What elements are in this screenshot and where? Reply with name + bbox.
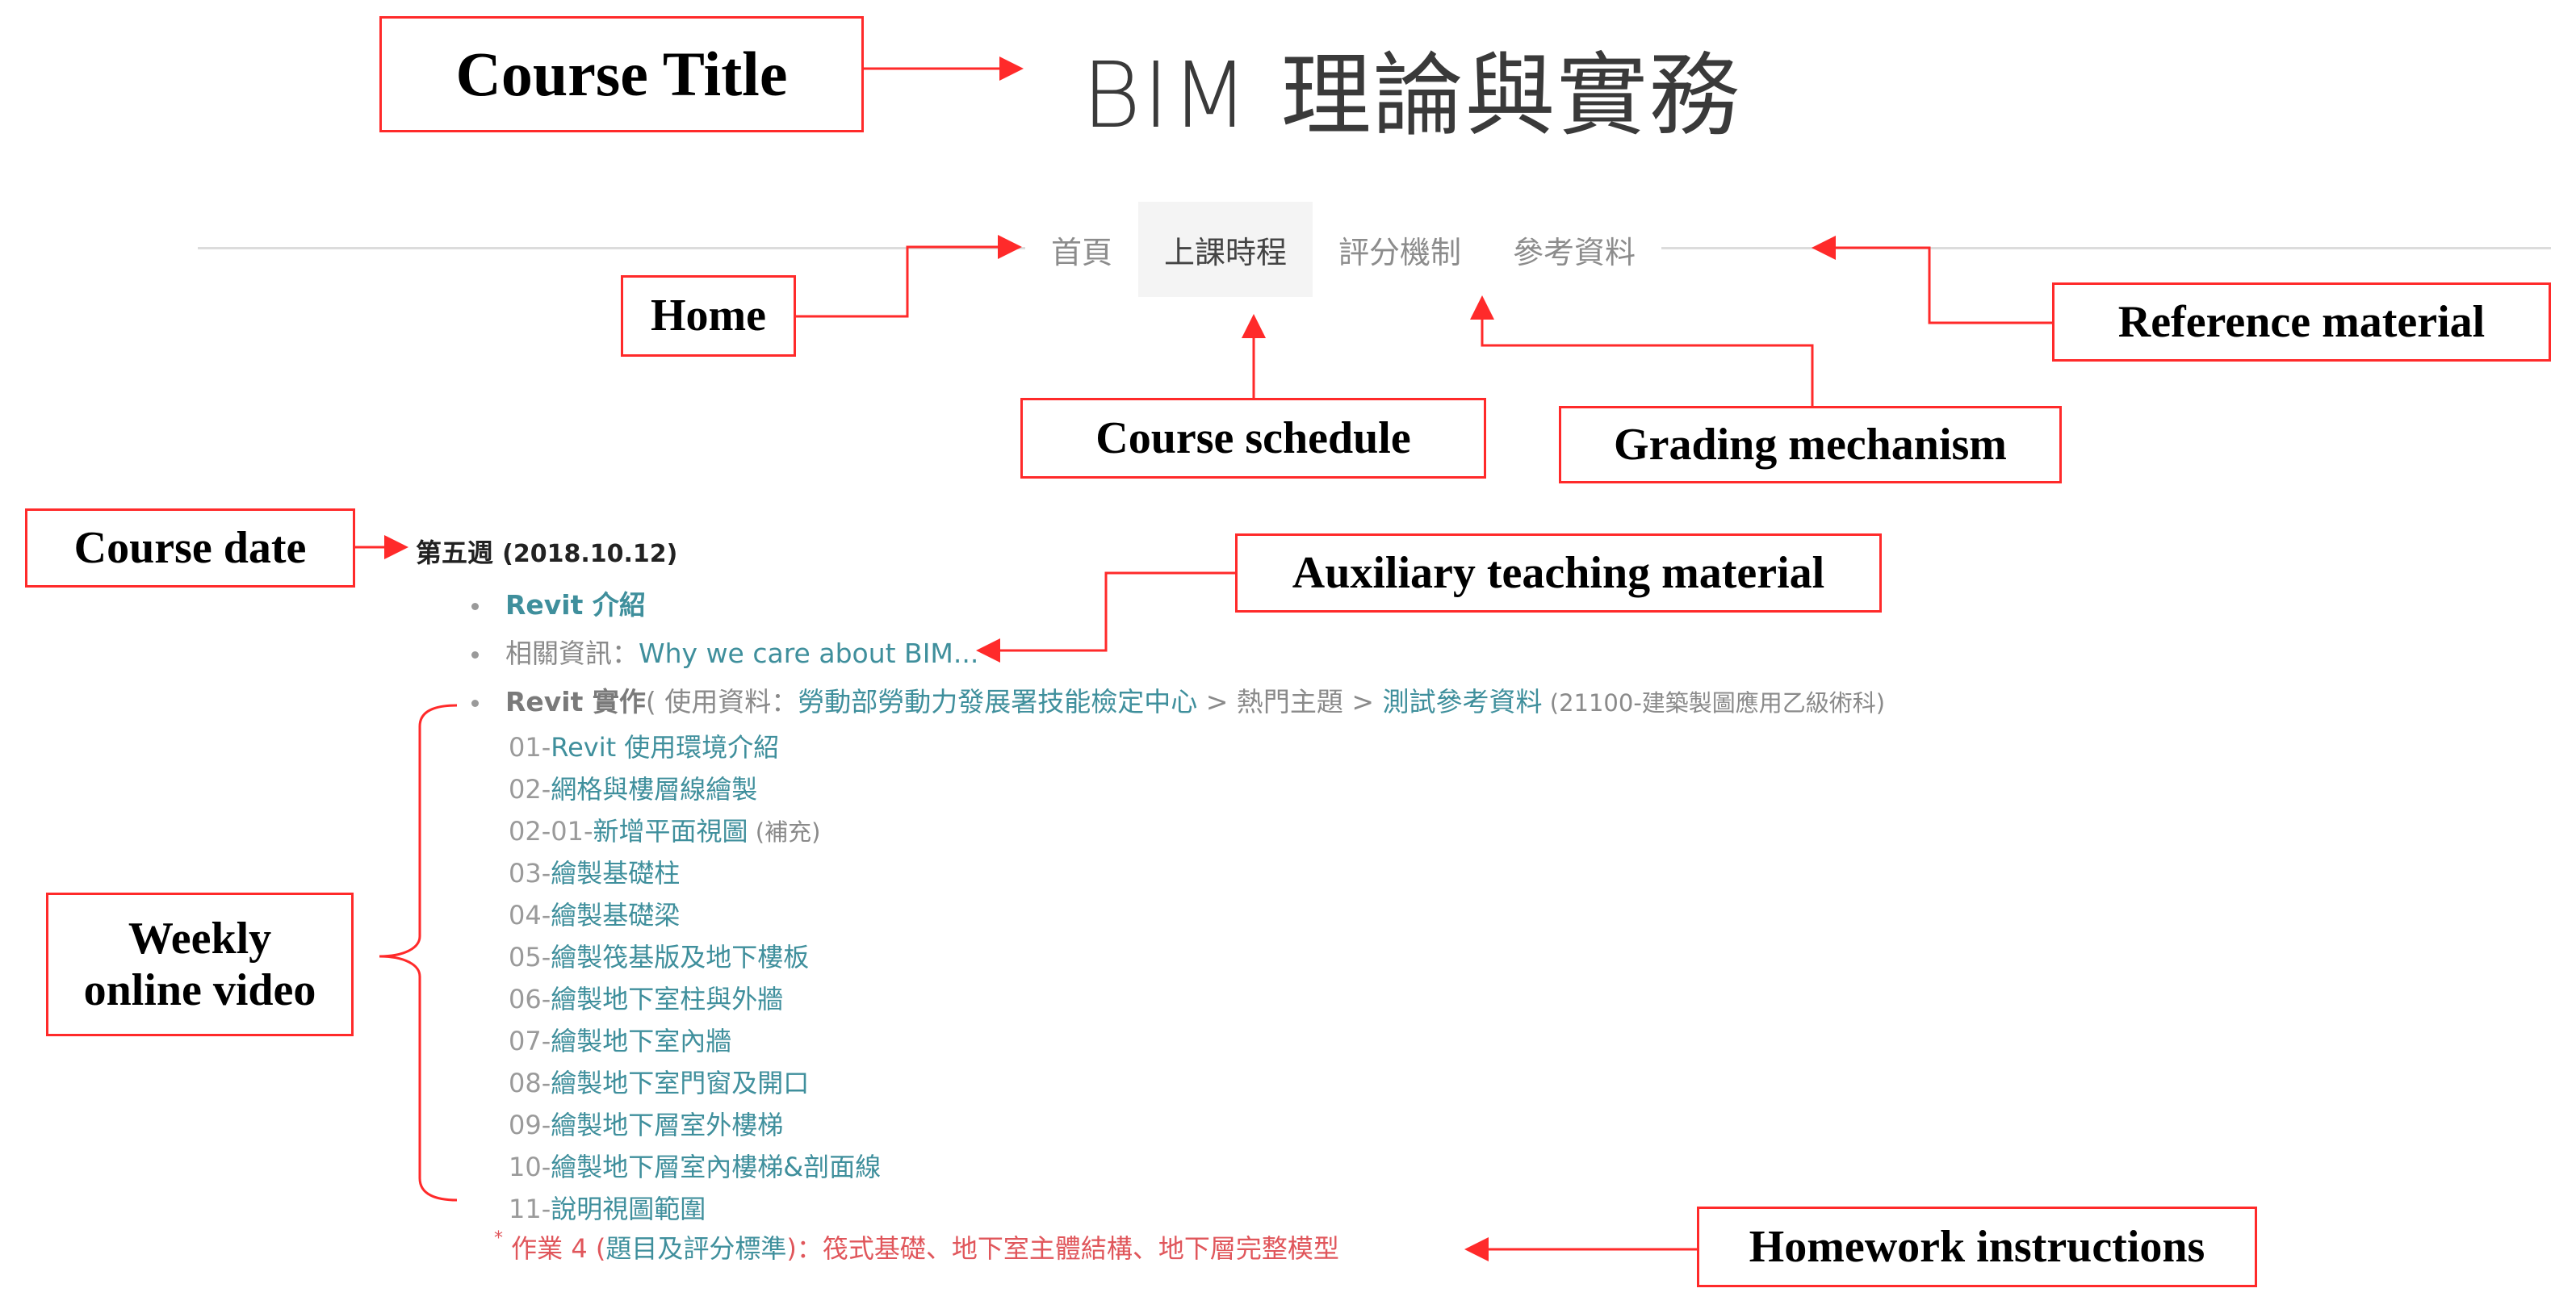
video-link[interactable]: 繪製地下室柱與外牆 — [551, 984, 784, 1014]
list-item: Revit 介紹 — [467, 581, 1885, 629]
video-number: 07- — [509, 1026, 551, 1056]
annotation-home: Home — [621, 275, 796, 357]
annotation-auxiliary-material: Auxiliary teaching material — [1235, 533, 1882, 613]
homework-criteria-link[interactable]: 題目及評分標準 — [605, 1233, 787, 1264]
list-item: Revit 實作( 使用資料：勞動部勞動力發展署技能檢定中心 > 熱門主題 > … — [467, 678, 1885, 726]
video-list: 01-Revit 使用環境介紹 02-網格與樓層線繪製 02-01-新增平面視圖… — [509, 726, 881, 1230]
revit-intro-link[interactable]: Revit 介紹 — [505, 589, 646, 621]
video-note: (補充) — [748, 818, 821, 846]
nav-item-home[interactable]: 首頁 — [1025, 202, 1139, 297]
video-number: 10- — [509, 1152, 551, 1182]
video-item[interactable]: 11-說明視圖範圍 — [509, 1188, 881, 1230]
required-star: * — [494, 1228, 503, 1249]
video-item[interactable]: 10-繪製地下層室內樓梯&剖面線 — [509, 1146, 881, 1188]
why-bim-link[interactable]: Why we care about BIM... — [639, 638, 979, 669]
video-link[interactable]: 繪製地下層室內樓梯&剖面線 — [551, 1152, 882, 1182]
video-number: 03- — [509, 858, 551, 889]
video-number: 04- — [509, 900, 551, 931]
annotation-weekly-video-line2: online video — [83, 965, 316, 1015]
annotation-course-date: Course date — [25, 508, 355, 588]
list-item: 相關資訊：Why we care about BIM... — [467, 629, 1885, 678]
week-items: Revit 介紹 相關資訊：Why we care about BIM... R… — [467, 581, 1885, 726]
video-link[interactable]: 繪製地下室內牆 — [551, 1026, 732, 1056]
video-link[interactable]: 繪製地下室門窗及開口 — [551, 1068, 810, 1098]
video-number: 02-01- — [509, 816, 593, 847]
annotation-weekly-video-line1: Weekly — [128, 913, 272, 964]
test-reference-link[interactable]: 測試參考資料 — [1382, 686, 1543, 717]
video-item[interactable]: 02-01-新增平面視圖 (補充) — [509, 810, 881, 852]
video-link[interactable]: 說明視圖範圍 — [551, 1194, 706, 1224]
revit-practice-label: Revit 實作 — [505, 686, 646, 717]
video-item[interactable]: 01-Revit 使用環境介紹 — [509, 726, 881, 768]
video-item[interactable]: 02-網格與樓層線繪製 — [509, 768, 881, 810]
annotation-homework-instructions: Homework instructions — [1697, 1207, 2257, 1287]
video-item[interactable]: 04-繪製基礎梁 — [509, 894, 881, 936]
annotation-reference-material: Reference material — [2052, 282, 2551, 362]
week-label: 第五週 — [416, 537, 494, 568]
main-nav: 首頁 上課時程 評分機制 參考資料 — [1025, 202, 1662, 297]
video-number: 05- — [509, 942, 551, 972]
video-link[interactable]: 繪製地下層室外樓梯 — [551, 1110, 784, 1140]
breadcrumb-sep: > 熱門主題 > — [1197, 686, 1383, 717]
video-link[interactable]: 新增平面視圖 — [593, 816, 748, 847]
related-info-label: 相關資訊： — [505, 638, 639, 669]
homework-prefix: 作業 4 ( — [503, 1233, 606, 1264]
course-title: BIM 理論與實務 — [1082, 44, 1741, 148]
video-link[interactable]: 繪製基礎柱 — [551, 858, 681, 889]
video-item[interactable]: 05-繪製筏基版及地下樓板 — [509, 936, 881, 978]
week-date: (2018.10.12) — [502, 540, 678, 568]
material-label: ( 使用資料： — [645, 686, 798, 717]
annotation-grading-mechanism: Grading mechanism — [1559, 406, 2062, 483]
exam-code: (21100-建築製圖應用乙級術科) — [1542, 689, 1886, 717]
video-link[interactable]: Revit 使用環境介紹 — [551, 732, 780, 763]
video-item[interactable]: 03-繪製基礎柱 — [509, 852, 881, 894]
homework-description: )：筏式基礎、地下室主體結構、地下層完整模型 — [786, 1233, 1339, 1264]
annotation-course-schedule: Course schedule — [1020, 398, 1486, 479]
video-number: 02- — [509, 774, 551, 805]
wda-link[interactable]: 勞動部勞動力發展署技能檢定中心 — [798, 686, 1198, 717]
video-number: 09- — [509, 1110, 551, 1140]
video-item[interactable]: 06-繪製地下室柱與外牆 — [509, 978, 881, 1020]
video-number: 01- — [509, 732, 551, 763]
video-link[interactable]: 繪製基礎梁 — [551, 900, 681, 931]
homework-line: * 作業 4 (題目及評分標準)：筏式基礎、地下室主體結構、地下層完整模型 — [494, 1228, 1339, 1265]
week-heading: 第五週 (2018.10.12) — [416, 533, 677, 570]
video-number: 11- — [509, 1194, 551, 1224]
nav-item-course-schedule[interactable]: 上課時程 — [1138, 202, 1313, 297]
video-link[interactable]: 網格與樓層線繪製 — [551, 774, 758, 805]
annotation-weekly-video: Weekly online video — [46, 893, 354, 1036]
video-item[interactable]: 07-繪製地下室內牆 — [509, 1020, 881, 1062]
video-number: 08- — [509, 1068, 551, 1098]
nav-item-grading[interactable]: 評分機制 — [1313, 202, 1488, 297]
video-number: 06- — [509, 984, 551, 1014]
video-link[interactable]: 繪製筏基版及地下樓板 — [551, 942, 810, 972]
annotation-course-title: Course Title — [379, 16, 864, 132]
nav-item-references[interactable]: 參考資料 — [1487, 202, 1662, 297]
video-item[interactable]: 08-繪製地下室門窗及開口 — [509, 1062, 881, 1104]
video-item[interactable]: 09-繪製地下層室外樓梯 — [509, 1104, 881, 1146]
